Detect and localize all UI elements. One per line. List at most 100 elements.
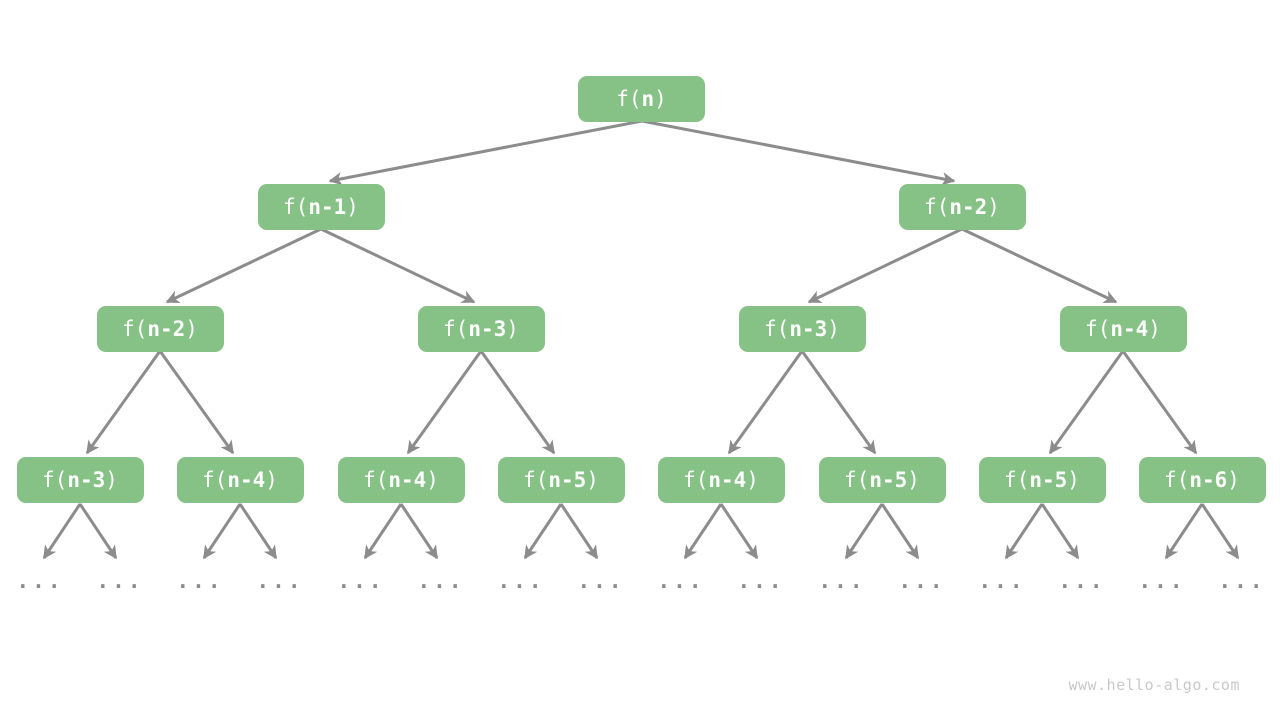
tree-node: f(n-5) — [978, 457, 1106, 503]
tree-node: f(n-4) — [1059, 306, 1187, 352]
edge — [238, 503, 278, 560]
node-label-close: ) — [185, 317, 198, 341]
ellipsis: ... — [818, 569, 866, 593]
node-label-arg: n-2 — [949, 195, 988, 219]
edge — [479, 350, 556, 455]
ellipsis: ... — [417, 569, 465, 593]
ellipsis: ... — [176, 569, 224, 593]
node-label-arg: n-3 — [789, 317, 828, 341]
tree-node: f(n-4) — [337, 457, 465, 503]
node-label-close: ) — [426, 468, 439, 492]
edge — [844, 503, 884, 560]
node-label-close: ) — [654, 87, 667, 111]
node-label-fn: f( — [363, 468, 389, 492]
node-label-close: ) — [506, 317, 519, 341]
edge — [1121, 350, 1198, 455]
tree-node: f(n-4) — [657, 457, 785, 503]
node-label-arg: n-5 — [548, 468, 587, 492]
node-label-fn: f( — [122, 317, 148, 341]
ellipsis: ... — [898, 569, 946, 593]
node-label-fn: f( — [764, 317, 790, 341]
edge — [165, 227, 322, 304]
ellipsis: ... — [657, 569, 705, 593]
edge — [1048, 350, 1125, 455]
ellipsis: ... — [16, 569, 64, 593]
node-label-fn: f( — [202, 468, 228, 492]
edge — [1164, 503, 1204, 560]
edge — [559, 503, 599, 560]
ellipsis: ... — [978, 569, 1026, 593]
node-label-close: ) — [987, 195, 1000, 219]
ellipsis: ... — [497, 569, 545, 593]
tree-node: f(n-1) — [257, 184, 385, 230]
tree-node: f(n-5) — [818, 457, 946, 503]
edge — [202, 503, 242, 560]
node-label-fn: f( — [42, 468, 68, 492]
edge — [78, 503, 118, 560]
node-label-arg: n-5 — [1029, 468, 1068, 492]
ellipsis: ... — [577, 569, 625, 593]
node-label-close: ) — [1227, 468, 1240, 492]
node-label-arg: n-4 — [1110, 317, 1149, 341]
node-label-fn: f( — [523, 468, 549, 492]
edge — [328, 119, 643, 186]
ellipsis: ... — [1218, 569, 1266, 593]
edge — [800, 350, 877, 455]
edge — [85, 350, 162, 455]
edge — [42, 503, 82, 560]
tree-node: f(n-2) — [96, 306, 224, 352]
edge — [683, 503, 723, 560]
tree-node: f(n-2) — [898, 184, 1026, 230]
node-label-arg: n-3 — [468, 317, 507, 341]
node-label-fn: f( — [683, 468, 709, 492]
node-label-close: ) — [746, 468, 759, 492]
node-label-arg: n — [641, 87, 655, 111]
node-label-fn: f( — [924, 195, 950, 219]
edge — [727, 350, 804, 455]
edge — [641, 119, 956, 186]
watermark: www.hello-algo.com — [1068, 676, 1240, 694]
node-label-close: ) — [586, 468, 599, 492]
edge — [961, 227, 1118, 304]
node-label-fn: f( — [1085, 317, 1111, 341]
edge — [320, 227, 476, 304]
edge — [406, 350, 483, 455]
node-label-arg: n-5 — [869, 468, 908, 492]
node-label-close: ) — [346, 195, 359, 219]
node-label-fn: f( — [1004, 468, 1030, 492]
edge — [1200, 503, 1240, 560]
node-label-close: ) — [1148, 317, 1161, 341]
ellipsis: ... — [1138, 569, 1186, 593]
edge — [719, 503, 759, 560]
edge — [158, 350, 235, 455]
tree-node: f(n-3) — [16, 457, 144, 503]
node-label-fn: f( — [616, 87, 642, 111]
ellipsis: ... — [256, 569, 304, 593]
edge — [1040, 503, 1080, 560]
node-label-arg: n-2 — [147, 317, 186, 341]
edge — [1004, 503, 1044, 560]
edge — [363, 503, 403, 560]
node-label-arg: n-6 — [1189, 468, 1228, 492]
node-label-arg: n-3 — [67, 468, 106, 492]
tree-node: f(n-3) — [738, 306, 866, 352]
node-label-close: ) — [907, 468, 920, 492]
tree-node: f(n-6) — [1138, 457, 1266, 503]
node-label-arg: n-4 — [227, 468, 266, 492]
node-label-close: ) — [105, 468, 118, 492]
node-label-close: ) — [265, 468, 278, 492]
ellipsis: ... — [737, 569, 785, 593]
node-label-close: ) — [1067, 468, 1080, 492]
edge — [880, 503, 920, 560]
node-label-fn: f( — [1164, 468, 1190, 492]
ellipsis: ... — [1058, 569, 1106, 593]
edge — [807, 227, 963, 304]
tree-node: f(n-4) — [176, 457, 304, 503]
tree-node: f(n-5) — [497, 457, 625, 503]
edge — [399, 503, 439, 560]
node-label-arg: n-4 — [388, 468, 427, 492]
node-label-arg: n-1 — [308, 195, 347, 219]
edge — [523, 503, 563, 560]
ellipsis: ... — [96, 569, 144, 593]
